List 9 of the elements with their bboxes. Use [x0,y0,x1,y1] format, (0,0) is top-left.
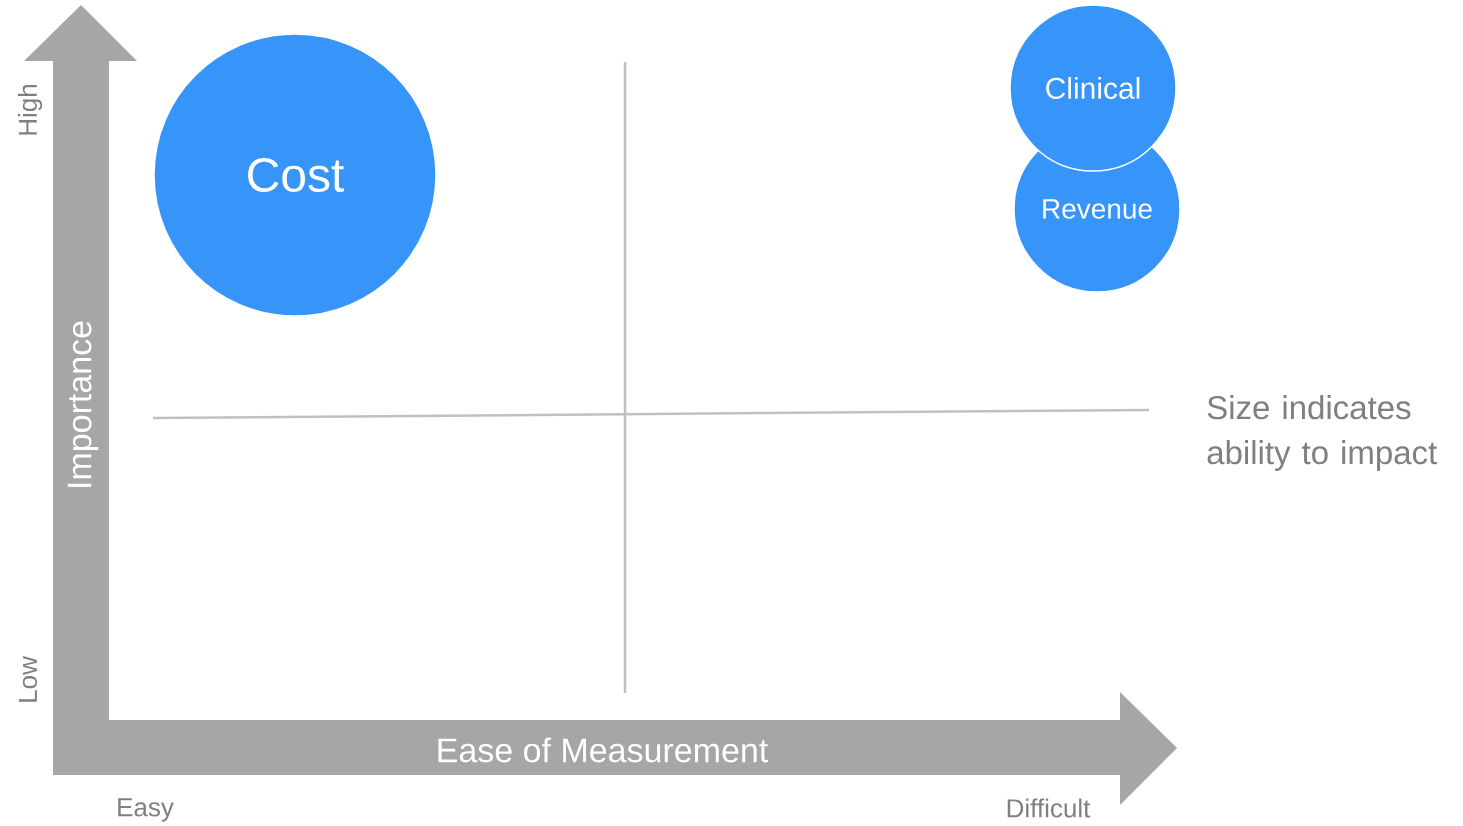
axis-title: Ease of Measurement [438,737,768,763]
axis-label: Low [18,656,38,702]
axis-label: High [17,84,43,135]
note-text: Size indicates ability to impact [1207,395,1437,471]
axis-label: Easy [118,798,174,822]
axis-title: Importance [67,321,99,487]
bubble: Cost [153,33,437,317]
axis-label: Difficult [1007,798,1091,818]
bubble: Clinical [1009,4,1177,172]
